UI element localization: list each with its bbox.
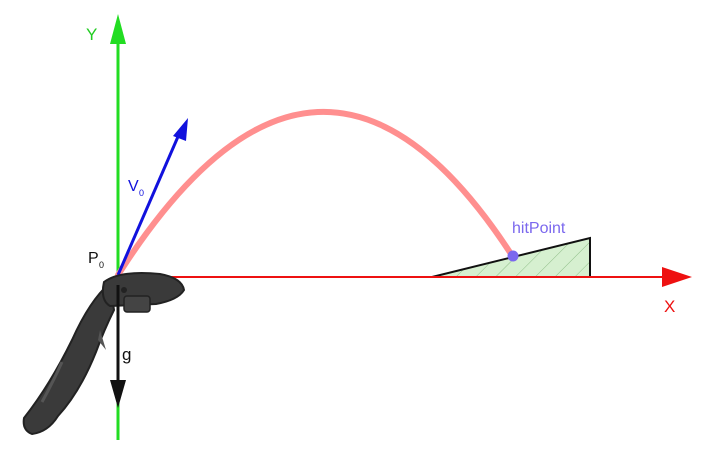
origin-label: P [88,250,99,267]
hit-point-label: hitPoint [512,220,566,237]
x-axis [118,267,692,287]
vr-controller-icon [22,272,186,436]
velocity-vector [116,118,188,276]
velocity-label-subscript: 0 [139,188,144,198]
gravity-label: g [122,345,131,364]
trajectory-curve [115,108,516,278]
y-axis-label: Y [86,25,97,44]
velocity-label: V [128,178,139,195]
x-axis-label: X [664,297,675,316]
gravity-vector [110,285,126,408]
origin-label-subscript: 0 [99,260,104,270]
hit-point-marker [507,250,519,262]
